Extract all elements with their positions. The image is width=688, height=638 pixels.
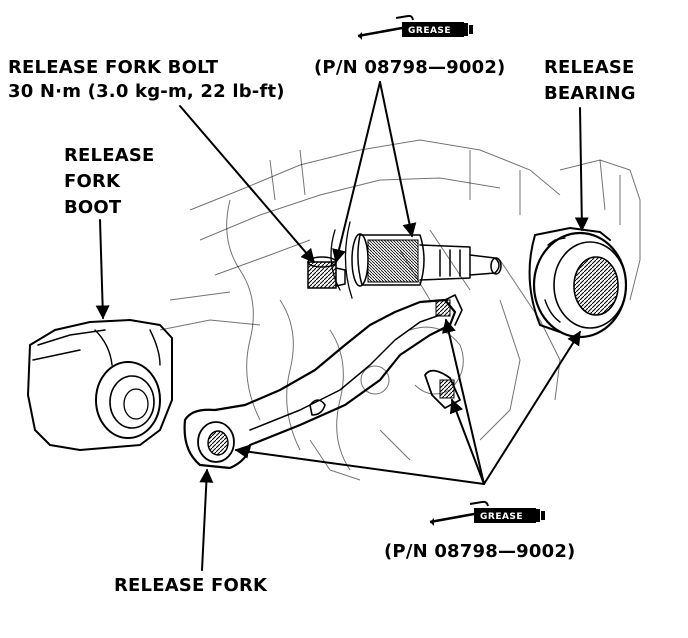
- release-fork-bolt-label: RELEASE FORK BOLT: [8, 57, 219, 78]
- release-bearing-label-2: BEARING: [544, 83, 636, 104]
- release-fork-boot: [27, 319, 173, 451]
- release-fork: [183, 294, 463, 470]
- part-number-bottom-label: (P/N 08798—9002): [384, 541, 576, 562]
- bolt-torque-label: 30 N·m (3.0 kg-m, 22 lb-ft): [8, 81, 285, 102]
- release-fork-label: RELEASE FORK: [114, 575, 268, 596]
- grease-tube-icon: GREASE: [357, 14, 473, 40]
- transmission-housing: [159, 139, 641, 481]
- grease-tube-icon: GREASE: [429, 500, 545, 526]
- grease-label-top: GREASE: [408, 26, 451, 36]
- input-shaft: [330, 221, 502, 299]
- release-fork-boot-label-3: BOOT: [64, 197, 122, 218]
- part-number-top-label: (P/N 08798—9002): [314, 57, 506, 78]
- release-fork-boot-label-2: FORK: [64, 171, 121, 192]
- leader-lines: [95, 81, 589, 571]
- release-bearing-label-1: RELEASE: [544, 57, 635, 78]
- release-fork-bolt: [307, 256, 346, 289]
- release-fork-boot-label-1: RELEASE: [64, 145, 155, 166]
- release-bearing: [528, 227, 628, 339]
- grease-label-bottom: GREASE: [480, 512, 523, 522]
